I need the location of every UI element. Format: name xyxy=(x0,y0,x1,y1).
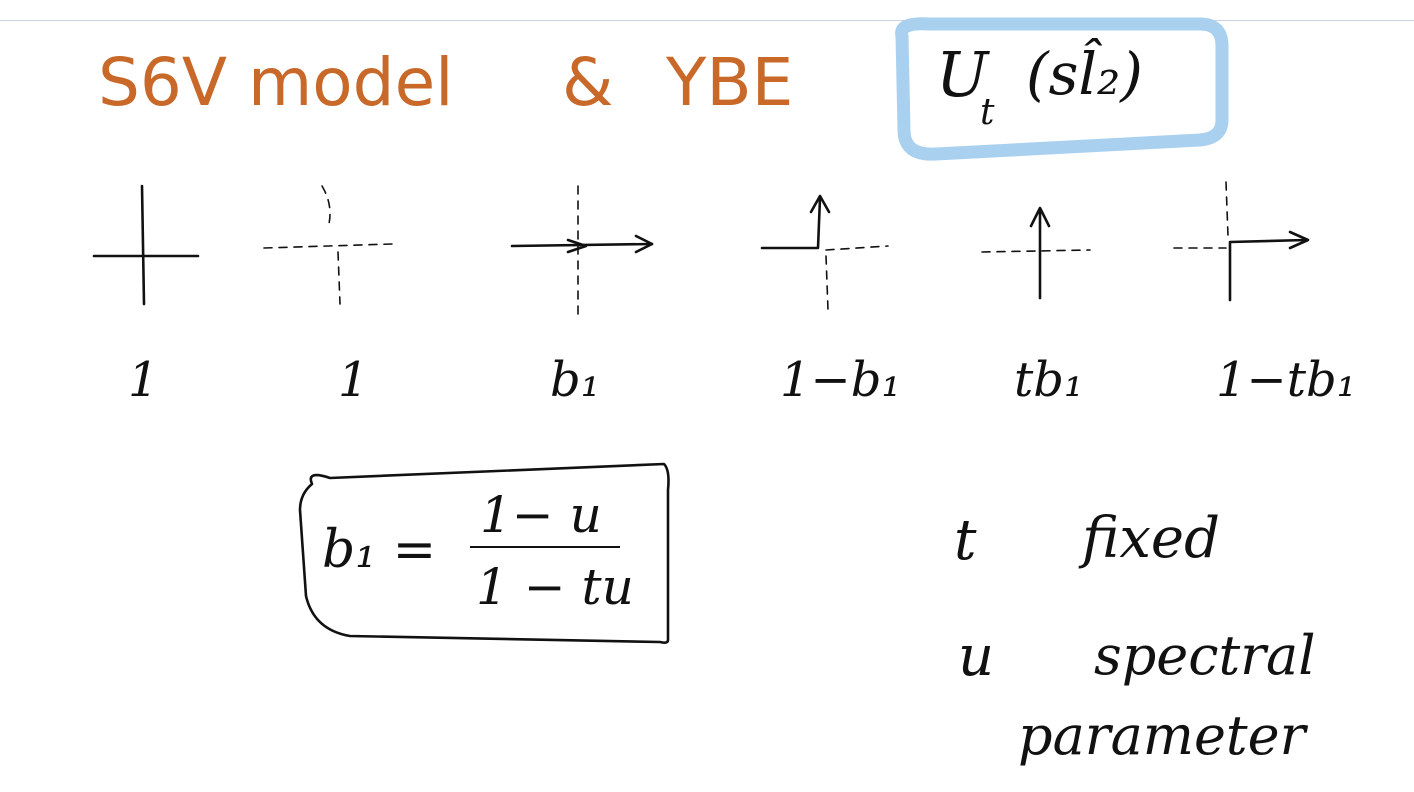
weight-vertex-5: tb₁ xyxy=(1014,352,1084,408)
algebra-main: U xyxy=(936,38,989,111)
formula-box xyxy=(298,462,670,644)
weight-vertex-4: 1−b₁ xyxy=(780,352,901,408)
note-u-desc-line2: parameter xyxy=(1018,704,1306,767)
title-s6v-model: S6V model xyxy=(98,44,454,121)
title-ybe: YBE xyxy=(666,44,794,121)
vertex-6-diagram xyxy=(1173,181,1310,302)
algebra-subscript: t xyxy=(980,92,995,133)
formula-denominator: 1 − tu xyxy=(476,558,634,616)
formula-lhs: b₁ = xyxy=(322,520,437,580)
algebra-argument: (sl̂₂) xyxy=(1026,40,1143,108)
vertex-2-diagram xyxy=(263,185,393,305)
note-u-symbol: u xyxy=(958,624,995,689)
formula-numerator: 1− u xyxy=(480,486,602,544)
page-top-rule xyxy=(0,20,1414,21)
weight-vertex-2: 1 xyxy=(338,352,369,408)
vertex-4-diagram xyxy=(760,194,889,311)
title-ampersand: & xyxy=(562,44,614,121)
weight-vertex-3: b₁ xyxy=(550,352,600,408)
algebra-highlight-box xyxy=(895,17,1229,161)
weight-vertex-1: 1 xyxy=(128,352,159,408)
vertex-5-diagram xyxy=(981,206,1091,300)
note-t-symbol: t xyxy=(954,508,977,573)
vertex-3-diagram xyxy=(510,185,654,315)
note-t-desc: fixed xyxy=(1082,506,1220,571)
vertex-1-diagram xyxy=(92,184,200,306)
note-u-desc-line1: spectral xyxy=(1094,624,1316,687)
formula-fraction-bar xyxy=(470,546,620,548)
weight-vertex-6: 1−tb₁ xyxy=(1216,352,1357,408)
